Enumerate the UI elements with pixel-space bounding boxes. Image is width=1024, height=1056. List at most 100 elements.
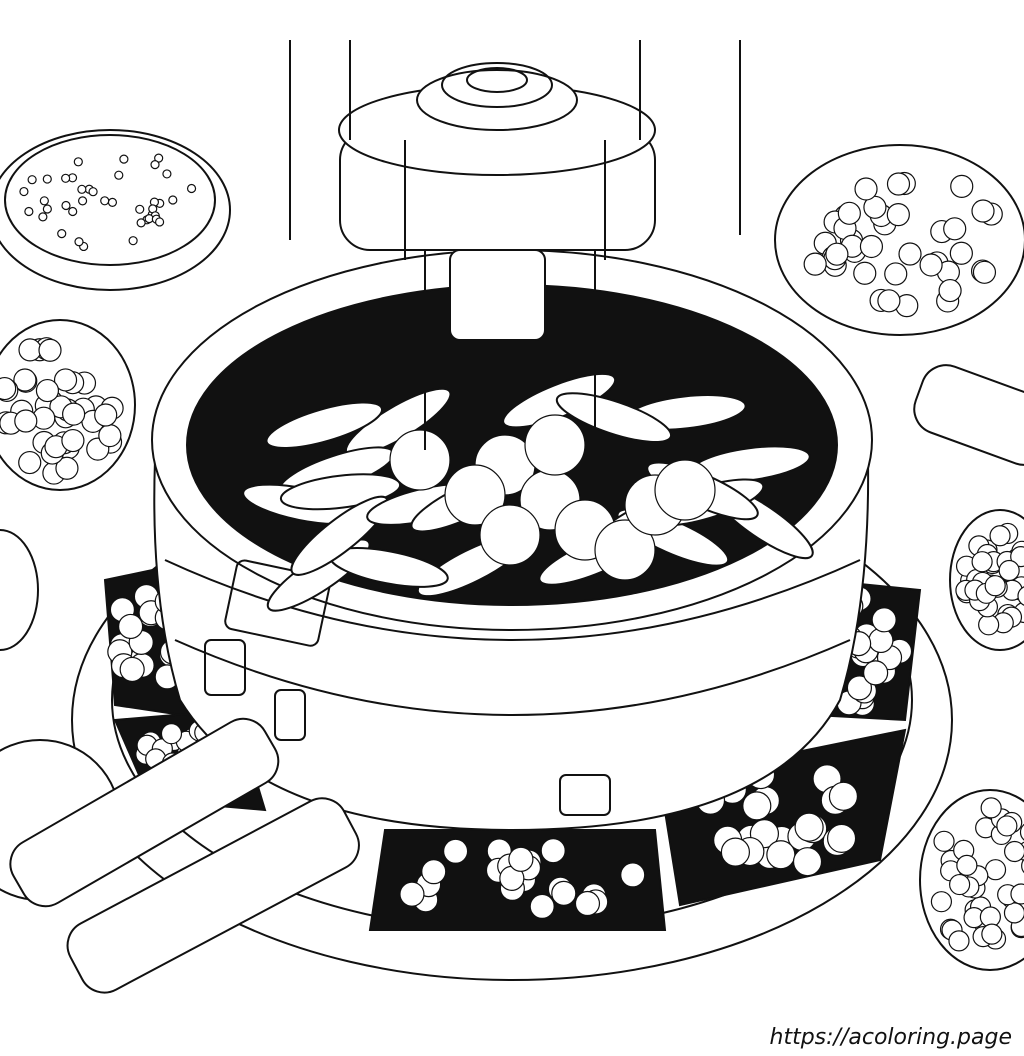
pea-icon bbox=[39, 196, 49, 206]
apple-icon bbox=[479, 504, 541, 566]
pea-icon bbox=[1003, 840, 1024, 863]
pea-icon bbox=[74, 237, 84, 247]
pea-icon bbox=[853, 261, 877, 285]
pea-icon bbox=[886, 203, 910, 227]
vegetable-icon bbox=[551, 880, 577, 906]
pea-icon bbox=[984, 859, 1007, 881]
pea-icon bbox=[886, 172, 911, 196]
pea-icon bbox=[77, 196, 88, 206]
pea-icon bbox=[68, 206, 78, 217]
pea-icon bbox=[943, 217, 967, 241]
carrot-icon bbox=[290, 495, 390, 576]
pea-icon bbox=[55, 456, 79, 480]
vegetable-icon bbox=[421, 859, 447, 885]
vegetable-icon bbox=[540, 838, 566, 864]
pea-icon bbox=[19, 186, 29, 197]
pea-icon bbox=[884, 262, 908, 286]
pea-icon bbox=[803, 252, 827, 276]
pea-icon bbox=[938, 278, 962, 303]
vegetable-icon bbox=[574, 890, 601, 917]
pea-icon bbox=[930, 891, 953, 913]
pea-icon bbox=[0, 376, 17, 401]
pea-icon bbox=[53, 368, 78, 392]
pea-icon bbox=[42, 204, 52, 214]
pea-icon bbox=[136, 218, 146, 228]
pea-icon bbox=[186, 183, 197, 194]
pea-icon bbox=[978, 614, 1000, 636]
pea-icon bbox=[898, 242, 922, 266]
vegetable-icon bbox=[846, 675, 873, 701]
pea-icon bbox=[989, 525, 1011, 547]
pea-icon bbox=[1010, 883, 1024, 905]
vegetable-icon bbox=[868, 627, 894, 654]
pea-icon bbox=[38, 338, 62, 362]
vegetable-icon bbox=[794, 812, 824, 842]
pea-icon bbox=[837, 201, 861, 225]
pea-icon bbox=[61, 173, 71, 183]
apple-icon bbox=[594, 519, 656, 581]
pea-icon bbox=[949, 873, 971, 896]
pea-icon bbox=[119, 154, 129, 164]
apple-icon bbox=[524, 414, 586, 476]
vegetable-icon bbox=[118, 613, 144, 640]
vegetable-icon bbox=[871, 607, 897, 633]
pea-icon bbox=[42, 174, 52, 184]
vegetable-icon bbox=[160, 723, 183, 745]
pea-icon bbox=[61, 200, 71, 211]
pea-icon bbox=[996, 815, 1018, 837]
pea-icon bbox=[24, 206, 34, 217]
pea-icon bbox=[114, 170, 124, 180]
pea-icon bbox=[27, 175, 37, 185]
pea-icon bbox=[972, 260, 997, 284]
pea-icon bbox=[998, 559, 1020, 582]
vegetable-icon bbox=[529, 893, 555, 920]
pea-icon bbox=[825, 242, 849, 266]
pea-icon bbox=[1021, 858, 1024, 874]
pea-icon bbox=[949, 241, 973, 265]
vegetable-icon bbox=[620, 862, 646, 888]
cylinder-devices bbox=[9, 364, 1024, 994]
pea-icon bbox=[950, 174, 974, 198]
pea-icon bbox=[933, 830, 955, 852]
vegetable-icon bbox=[443, 838, 469, 864]
vegetable-icon bbox=[399, 881, 425, 907]
pea-icon bbox=[38, 212, 48, 222]
vegetable-icon bbox=[766, 840, 796, 870]
vegetable-icon bbox=[508, 846, 534, 872]
pea-icon bbox=[57, 229, 67, 239]
apple-icon bbox=[389, 429, 451, 491]
pea-icon bbox=[956, 854, 978, 876]
vegetable-icon bbox=[792, 847, 823, 877]
vegetable-icon bbox=[863, 660, 889, 686]
watermark-text: https://acoloring.page bbox=[769, 1025, 1012, 1050]
pea-icon bbox=[77, 184, 87, 194]
carrot-icon bbox=[265, 401, 384, 449]
pea-icon bbox=[73, 157, 83, 167]
pea-icon bbox=[980, 797, 1002, 819]
vegetable-icon bbox=[742, 791, 772, 821]
pea-icon bbox=[107, 197, 118, 207]
pea-icon bbox=[62, 402, 86, 426]
pea-icon bbox=[13, 368, 37, 392]
pea-icon bbox=[919, 253, 943, 277]
pea-icon bbox=[162, 169, 172, 179]
pea-icon bbox=[984, 575, 1006, 597]
bowl-items bbox=[0, 153, 1024, 952]
pea-icon bbox=[154, 217, 165, 227]
processing-machine bbox=[289, 40, 741, 450]
pea-icon bbox=[981, 923, 1003, 945]
pea-icon bbox=[877, 289, 901, 313]
pea-icon bbox=[18, 338, 42, 362]
pea-icon bbox=[88, 187, 98, 197]
pea-icon bbox=[94, 403, 118, 427]
vegetable-icon bbox=[720, 837, 751, 867]
pea-icon bbox=[859, 234, 884, 259]
pea-icon bbox=[100, 196, 110, 206]
pea-icon bbox=[61, 428, 85, 453]
pea-icon bbox=[854, 177, 878, 201]
pea-icon bbox=[168, 195, 178, 205]
pea-icon bbox=[135, 204, 145, 214]
carrot-icon bbox=[555, 392, 673, 444]
pea-icon bbox=[948, 930, 970, 952]
